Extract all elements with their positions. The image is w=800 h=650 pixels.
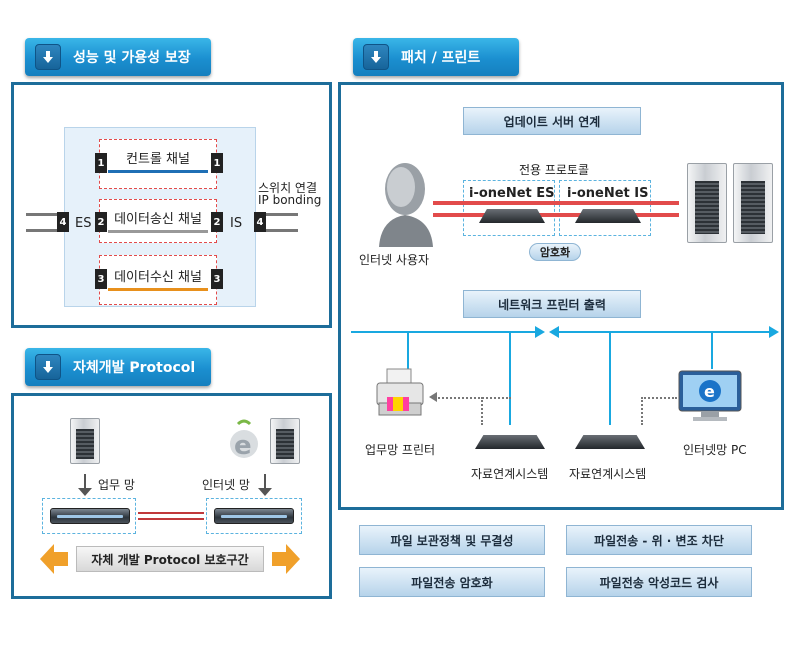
data-send-channel: 데이터송신 채널	[99, 199, 217, 243]
down-arrow	[264, 474, 266, 490]
is-box	[559, 180, 651, 236]
protocol-panel: e 업무 망 인터넷 망 자체 개발 Protocol 보호구간	[11, 393, 332, 599]
port-number: 4	[254, 212, 266, 232]
is-device-label: i-oneNet IS	[567, 186, 649, 201]
ie-icon: e	[222, 416, 266, 464]
work-device-box	[42, 498, 136, 534]
dotted-link	[481, 397, 483, 425]
red-link	[138, 512, 204, 514]
arrow-right-icon	[769, 326, 779, 338]
arrow-left-icon	[429, 392, 437, 402]
data-system-label: 자료연계시스템	[471, 467, 549, 481]
left-connector	[26, 213, 58, 216]
work-net-label: 업무 망	[98, 478, 135, 492]
patch-title: 패치 / 프린트	[401, 50, 481, 66]
red-link	[138, 518, 204, 520]
es-label: ES	[75, 216, 92, 231]
port-number: 4	[57, 212, 69, 232]
data-system-icon	[575, 435, 645, 449]
es-device-icon	[479, 209, 545, 223]
network-line	[559, 331, 769, 333]
data-receive-channel: 데이터수신 채널	[99, 255, 217, 305]
server-icon	[687, 163, 727, 243]
data-system-icon	[475, 435, 545, 449]
right-connector	[264, 213, 298, 216]
channel-bar	[108, 230, 208, 233]
tab-performance[interactable]: 성능 및 가용성 보장	[25, 38, 211, 76]
channel-label: 데이터송신 채널	[114, 211, 202, 227]
server-icon	[733, 163, 773, 243]
update-server-label: 업데이트 서버 연계	[463, 107, 641, 135]
port-number: 2	[211, 212, 223, 232]
port-number: 3	[95, 269, 107, 289]
protocol-label: 전용 프로토콜	[519, 163, 590, 177]
work-server-icon	[70, 418, 100, 464]
user-icon	[371, 157, 441, 247]
data-system-label: 자료연계시스템	[569, 467, 647, 481]
left-connector	[26, 229, 58, 232]
performance-title: 성능 및 가용성 보장	[73, 50, 191, 66]
svg-text:e: e	[234, 431, 252, 461]
port-number: 1	[95, 153, 107, 173]
arrow-left-icon	[549, 326, 559, 338]
bonding-label: IP bonding	[258, 193, 322, 207]
tab-protocol[interactable]: 자체개발 Protocol	[25, 348, 211, 386]
download-icon	[35, 354, 61, 380]
work-printer-label: 업무망 프린터	[365, 443, 436, 457]
patch-panel: 업데이트 서버 연계 인터넷 사용자 전용 프로토콜 i-oneNet ES i…	[338, 82, 784, 510]
dotted-link	[435, 397, 511, 399]
dotted-link	[641, 397, 677, 399]
svg-text:e: e	[704, 382, 715, 401]
dotted-link	[641, 397, 643, 425]
port-number: 1	[211, 153, 223, 173]
download-icon	[35, 44, 61, 70]
right-connector	[264, 229, 298, 232]
arrow-right-icon	[272, 544, 300, 574]
drop-line	[609, 333, 611, 425]
feature-integrity: 파일 보관정책 및 무결성	[359, 525, 545, 555]
drop-line	[711, 333, 713, 369]
network-line	[351, 331, 537, 333]
internet-user-label: 인터넷 사용자	[359, 253, 430, 267]
protection-zone-label: 자체 개발 Protocol 보호구간	[76, 546, 264, 572]
arrow-down-icon	[258, 488, 272, 496]
es-device-label: i-oneNet ES	[469, 186, 555, 201]
control-channel: 컨트롤 채널	[99, 139, 217, 189]
tab-patch[interactable]: 패치 / 프린트	[353, 38, 519, 76]
drop-line	[407, 333, 409, 369]
internet-device-icon	[214, 508, 294, 524]
arrow-left-icon	[40, 544, 68, 574]
channel-bar	[108, 170, 208, 173]
download-icon	[363, 44, 389, 70]
port-number: 2	[95, 212, 107, 232]
network-printer-label: 네트워크 프린터 출력	[463, 290, 641, 318]
feature-encryption: 파일전송 암호화	[359, 567, 545, 597]
es-box	[463, 180, 555, 236]
printer-icon	[373, 367, 431, 419]
red-arrow	[433, 213, 679, 217]
port-number: 3	[211, 269, 223, 289]
internet-device-box	[206, 498, 302, 534]
channel-label: 데이터수신 채널	[114, 269, 202, 285]
down-arrow	[84, 474, 86, 490]
performance-panel: 4 ES IS 4 스위치 연결 IP bonding 컨트롤 채널 1 1 데…	[11, 82, 332, 328]
red-arrow	[433, 201, 679, 205]
internet-server-icon	[270, 418, 300, 464]
internet-net-label: 인터넷 망	[202, 478, 250, 492]
work-device-icon	[50, 508, 130, 524]
protocol-title: 자체개발 Protocol	[73, 360, 196, 376]
channel-bar	[108, 288, 208, 291]
internet-pc-label: 인터넷망 PC	[683, 443, 747, 457]
drop-line	[509, 333, 511, 425]
arrow-down-icon	[78, 488, 92, 496]
is-label: IS	[230, 216, 243, 231]
channel-label: 컨트롤 채널	[126, 151, 190, 167]
pc-icon: e	[677, 369, 743, 423]
switch-label: 스위치 연결	[258, 181, 318, 195]
encryption-badge: 암호화	[529, 243, 581, 261]
feature-malware-scan: 파일전송 악성코드 검사	[566, 567, 752, 597]
is-device-icon	[575, 209, 641, 223]
feature-tamper-block: 파일전송 - 위 · 변조 차단	[566, 525, 752, 555]
arrow-right-icon	[535, 326, 545, 338]
